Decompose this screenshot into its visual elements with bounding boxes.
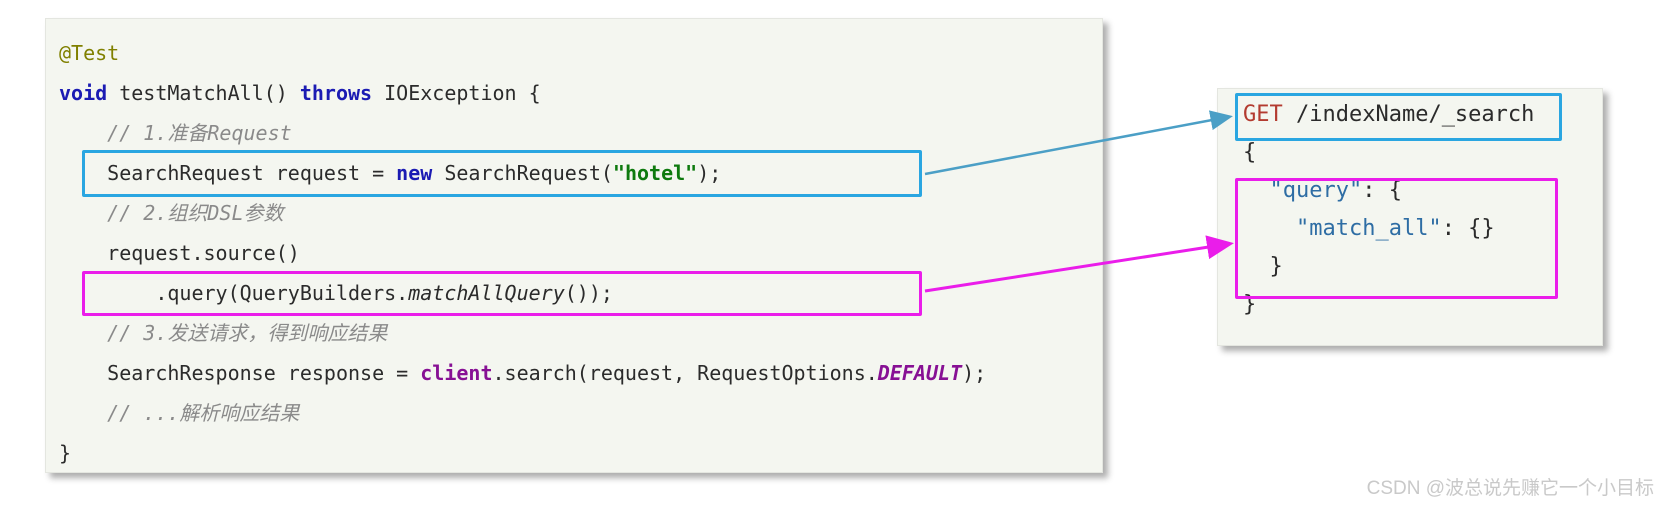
code-line: @Test (59, 41, 120, 65)
dsl-query-object-highlight-box (1235, 178, 1558, 299)
code-line: "query": { (1269, 178, 1402, 203)
code-line: // 2.组织DSL参数 (107, 201, 284, 225)
dsl-request-block: GET /indexName/_search { "query": { "matc… (1217, 88, 1603, 346)
searchrequest-line-highlight-box (82, 150, 922, 197)
code-line: } (59, 441, 72, 465)
get-endpoint-highlight-box (1235, 93, 1562, 141)
code-line: } (1243, 254, 1283, 279)
code-line: // ...解析响应结果 (107, 401, 300, 425)
query-builder-line-highlight-box (82, 271, 922, 316)
code-line: // 1.准备Request (107, 121, 292, 145)
code-line: // 3.发送请求，得到响应结果 (107, 321, 388, 345)
code-line: request.source() (59, 241, 300, 265)
code-line: GET /indexName/_search (1243, 102, 1535, 127)
code-line: "match_all": {} (1295, 216, 1495, 241)
code-line: .query(QueryBuilders.matchAllQuery()); (59, 281, 613, 305)
code-line: { (1243, 140, 1257, 165)
java-code-block: @Test void testMatchAll() throws IOExcept… (45, 18, 1103, 473)
code-line: void testMatchAll() throws IOException { (59, 81, 541, 105)
code-line: SearchResponse response = client.search(… (59, 361, 987, 385)
csdn-watermark: CSDN @波总说先赚它一个小目标 (1366, 478, 1654, 499)
code-line: SearchRequest request = new SearchReques… (59, 161, 722, 185)
